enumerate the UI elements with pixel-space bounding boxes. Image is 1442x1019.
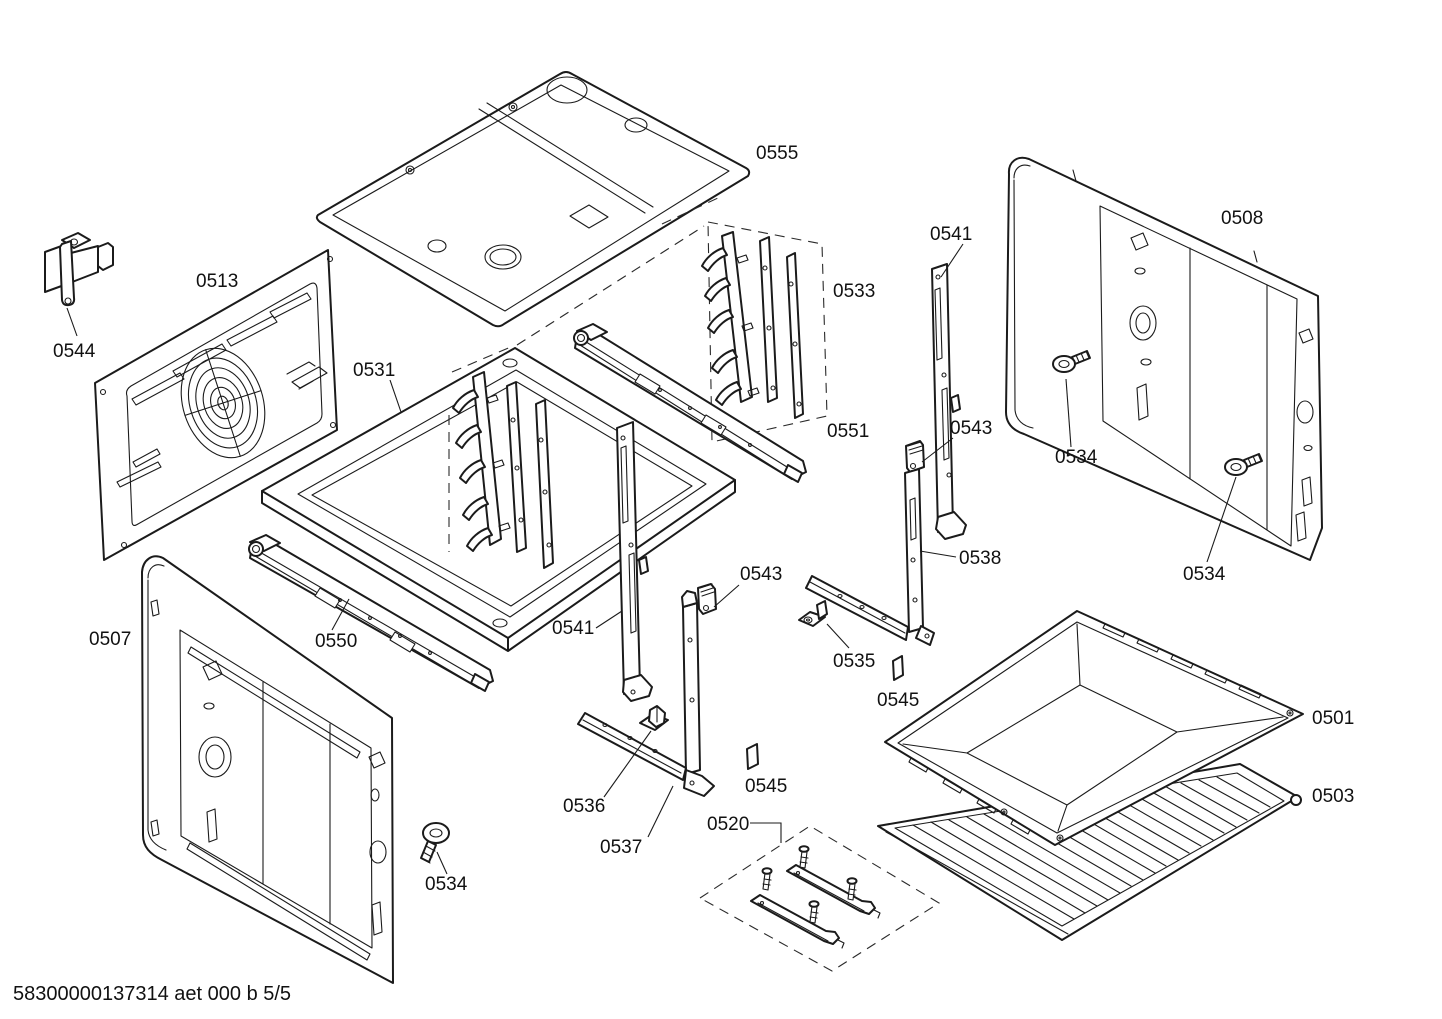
floor-panel-0531 [262,348,735,651]
screw-0534-right-lower [1225,454,1262,475]
back-panel-0513 [95,250,337,560]
leader-lines [67,244,1236,874]
latch-part-0535 [799,601,827,626]
document-code: 58300000137314 aet 000 b 5/5 [13,983,291,1005]
cavity-rack-rails [453,372,553,568]
leader-0543-right [922,438,953,462]
part-label-0537: 0537 [600,837,642,858]
screw-0534-right-upper [1053,351,1090,372]
clip-0536 [640,706,668,730]
leader-0534-bottom-left [437,852,447,874]
telescopic-rail-0551 [574,324,806,482]
clamp-bracket-0544 [45,233,113,305]
part-label-0533: 0533 [833,281,875,302]
hanger-bracket-0541-right [932,264,966,539]
part-label-0538: 0538 [959,548,1001,569]
leader-0534-right-upper [1066,379,1071,447]
leader-0537 [648,786,673,837]
part-labels: 0555 0513 0544 0531 0533 0541 0508 0551 … [53,143,1354,895]
spacer-0545-left [747,744,758,769]
fixing-kit-0520 [700,826,939,971]
leader-0550 [332,599,349,630]
spacer-0545-right [893,656,903,680]
rack-rail-kit-0533 [702,222,827,442]
leader-0541-middle [596,611,622,628]
support-bracket-0538 [806,469,934,645]
part-label-0531: 0531 [353,360,395,381]
part-label-0535: 0535 [833,651,875,672]
baking-tray-0501 [885,611,1303,845]
leader-0536 [604,731,651,797]
part-label-0555: 0555 [756,143,798,164]
part-label-0544: 0544 [53,341,96,362]
fixing-plate-0543-middle [698,584,716,614]
wire-rack-0503 [878,764,1301,940]
part-label-0541-right: 0541 [930,224,972,245]
part-label-0508: 0508 [1221,208,1263,229]
part-label-0507: 0507 [89,629,131,650]
guide-lines [449,198,718,552]
leader-0538 [920,551,956,557]
hanger-bracket-0541-middle [617,422,652,701]
part-label-0550: 0550 [315,631,357,652]
leader-0544 [67,308,77,336]
leader-0535 [827,624,849,648]
part-label-0545-right: 0545 [877,690,919,711]
leader-0531 [390,380,401,412]
fixing-plate-0543-right [906,441,924,472]
part-label-0534-right-lower: 0534 [1183,564,1226,585]
part-label-0534-right-upper: 0534 [1055,447,1098,468]
top-panel-0555 [317,72,749,326]
leader-0534-right-lower [1207,477,1236,562]
part-label-0551: 0551 [827,421,869,442]
part-label-0543-right: 0543 [950,418,992,439]
side-panel-0507 [142,556,393,983]
leader-0543-middle [714,585,739,607]
telescopic-rail-0550 [249,535,493,691]
side-panel-0508 [1006,158,1322,560]
part-label-0503: 0503 [1312,786,1354,807]
part-label-0543-middle: 0543 [740,564,782,585]
part-label-0536: 0536 [563,796,605,817]
kit-screws [763,846,857,923]
leader-0541-right [941,244,963,277]
fan-grille [168,337,279,468]
part-label-0513: 0513 [196,271,238,292]
part-label-0520: 0520 [707,814,749,835]
part-label-0541-middle: 0541 [552,618,594,639]
screw-0534-bottom-left [421,823,449,863]
part-label-0501: 0501 [1312,708,1354,729]
leader-0520 [750,823,781,843]
part-label-0534-bottom-left: 0534 [425,874,468,895]
part-label-0545-left: 0545 [745,776,787,797]
mounting-bracket-0537 [578,591,714,796]
